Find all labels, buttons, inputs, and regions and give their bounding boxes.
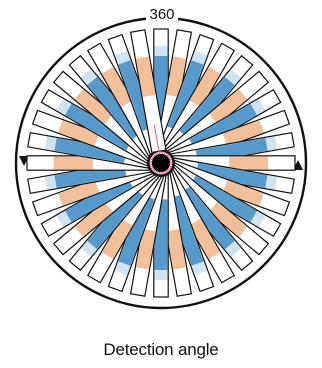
spoke-fade xyxy=(155,46,168,56)
top-angle-label: 360 xyxy=(149,6,174,23)
spoke-fill-orange xyxy=(54,157,93,170)
center-hub xyxy=(152,154,170,172)
center-dot xyxy=(152,154,170,172)
spoke-fade xyxy=(155,270,168,280)
spoke-fill-orange xyxy=(229,157,268,170)
caption: Detection angle xyxy=(0,340,322,360)
radial-spoke-diagram: 360 xyxy=(0,0,322,330)
